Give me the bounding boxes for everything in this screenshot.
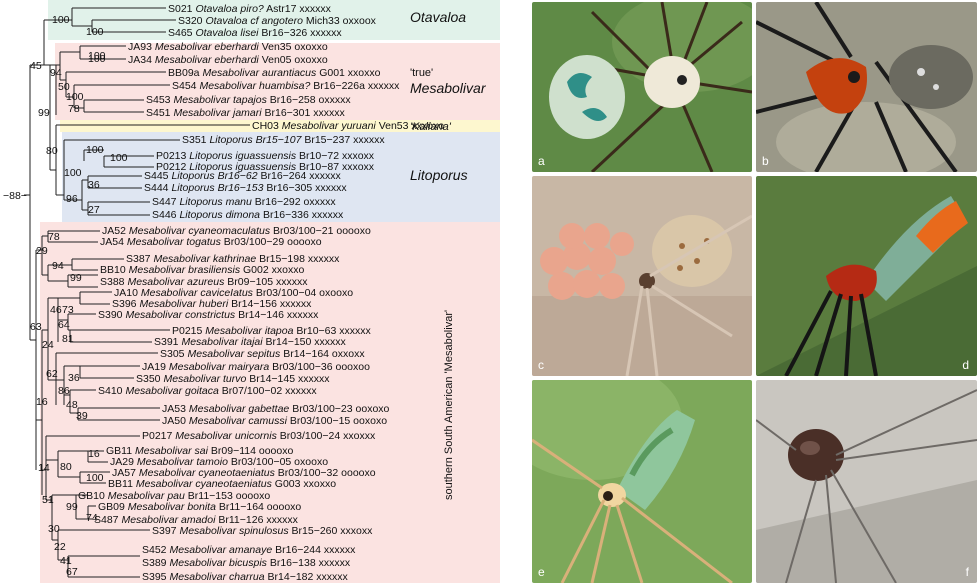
support-value: 100 — [86, 26, 104, 38]
phylogenetic-tree-panel: Otavaloa 'true' Mesabolivar 'Kaliana' Li… — [0, 0, 515, 583]
support-value: 78 — [48, 231, 60, 243]
taxon-label: S454 Mesabolivar huambisa? Br16−226a xxx… — [172, 80, 400, 92]
support-value: 64 — [58, 319, 70, 331]
group-label-mesabolivar: Mesabolivar — [410, 80, 487, 96]
photo-label-a: a — [538, 154, 545, 168]
group-label-true: 'true' — [410, 67, 433, 79]
support-value: 80 — [46, 145, 58, 157]
support-value: 99 — [38, 107, 50, 119]
support-value: 36 — [88, 179, 100, 191]
taxon-label: JA50 Mesabolivar camussi Br03/100−15 oox… — [162, 415, 387, 427]
photo-label-b: b — [762, 154, 769, 168]
support-value: 73 — [62, 304, 74, 316]
root-support-label: −88− — [3, 190, 27, 202]
taxon-label: S445 Litoporus Br16−62 Br16−264 xxxxxx — [144, 170, 341, 182]
support-value: 99 — [70, 272, 82, 284]
photo-label-c: c — [538, 358, 544, 372]
taxon-label: S395 Mesabolivar charrua Br14−182 xxxxxx — [142, 571, 349, 583]
taxon-label: S453 Mesabolivar tapajos Br16−258 oxxxxx — [146, 94, 351, 106]
support-value: 80 — [60, 461, 72, 473]
support-value: 45 — [30, 60, 42, 72]
taxon-label: S446 Litoporus dimona Br16−336 xxxxxx — [152, 209, 344, 221]
support-value: 27 — [88, 204, 100, 216]
taxon-label: JA54 Mesabolivar togatus Br03/100−29 ooo… — [100, 236, 322, 248]
photo-label-f: f — [966, 565, 969, 579]
taxon-label: S452 Mesabolivar amanaye Br16−244 xxxxxx — [142, 544, 356, 556]
support-value: 100 — [88, 53, 106, 65]
support-value: 81 — [62, 333, 74, 345]
support-value: 94 — [52, 260, 64, 272]
taxon-label: S397 Mesabolivar spinulosus Br15−260 xxx… — [152, 525, 373, 537]
support-value: 78 — [68, 103, 80, 115]
taxon-label: S391 Mesabolivar itajai Br14−150 xxxxxx — [154, 336, 347, 348]
support-value: 99 — [66, 501, 78, 513]
support-value: 100 — [52, 14, 70, 26]
taxon-label: BB11 Mesabolivar cyaneotaeniatus G003 xx… — [108, 478, 336, 490]
support-value: 29 — [36, 245, 48, 257]
support-value: 30 — [48, 523, 60, 535]
taxon-label: S451 Mesabolivar jamari Br16−301 xxxxxx — [146, 107, 345, 119]
taxon-label: S389 Mesabolivar bicuspis Br16−138 xxxxx… — [142, 557, 351, 569]
taxon-label: S305 Mesabolivar sepitus Br14−164 oxxoxx — [160, 348, 365, 360]
support-value: 100 — [110, 152, 128, 164]
support-value: 67 — [66, 566, 78, 578]
support-value: 46 — [50, 304, 62, 316]
photo-d: d — [756, 176, 977, 376]
support-value: 94 — [50, 67, 62, 79]
photo-label-e: e — [538, 565, 545, 579]
taxon-label: GB09 Mesabolivar bonita Br11−164 ooooxo — [98, 501, 301, 513]
taxon-label: S351 Litoporus Br15−107 Br15−237 xxxxxx — [182, 134, 385, 146]
phylogenetic-tree: Otavaloa 'true' Mesabolivar 'Kaliana' Li… — [0, 0, 515, 583]
support-value: 100 — [66, 91, 84, 103]
support-value: 16 — [36, 396, 48, 408]
group-label-otavaloa: Otavaloa — [410, 9, 466, 25]
support-value: 100 — [86, 144, 104, 156]
photo-grid: a b — [532, 0, 977, 583]
taxon-label: CH03 Mesabolivar yuruani Ven53 xxxoxo — [252, 120, 444, 132]
taxon-label: BB10 Mesabolivar brasiliensis G002 xxoxx… — [100, 264, 304, 276]
photo-label-d: d — [962, 358, 969, 372]
support-value: 16 — [88, 448, 100, 460]
support-value: 22 — [54, 541, 66, 553]
taxon-label: S350 Mesabolivar turvo Br14−145 xxxxxx — [136, 373, 330, 385]
taxon-label: S021 Otavaloa piro? Astr17 xxxxxx — [168, 3, 332, 15]
photo-c: c — [532, 176, 752, 376]
taxon-label: JA93 Mesabolivar eberhardi Ven35 oxoxxo — [128, 41, 328, 53]
group-label-litoporus: Litoporus — [410, 167, 468, 183]
photo-f: f — [756, 380, 977, 583]
support-value: 96 — [66, 193, 78, 205]
taxon-label: JA34 Mesabolivar eberhardi Ven05 oxoxxo — [128, 54, 328, 66]
taxon-label: S410 Mesabolivar goitaca Br07/100−02 xxx… — [98, 385, 317, 397]
support-value: 100 — [64, 167, 82, 179]
support-value: 39 — [76, 410, 88, 422]
taxon-label: JA53 Mesabolivar gabettae Br03/100−23 oo… — [162, 403, 390, 415]
taxon-label: S465 Otavaloa lisei Br16−326 xxxxxx — [168, 27, 342, 39]
taxon-label: S320 Otavaloa cf angotero Mich33 oxxoox — [178, 15, 377, 27]
taxon-label: JA19 Mesabolivar mairyara Br03/100−36 oo… — [142, 361, 370, 373]
support-value: 63 — [30, 321, 42, 333]
group-label-southern: southern South American 'Mesabolivar' — [443, 310, 455, 500]
photo-e: e — [532, 380, 752, 583]
photo-a: a — [532, 2, 752, 172]
taxon-label: BB09a Mesabolivar aurantiacus G001 xxoxx… — [168, 67, 381, 79]
support-value: 51 — [42, 494, 54, 506]
taxon-label: P0217 Mesabolivar unicornis Br03/100−24 … — [142, 430, 376, 442]
support-value: 86 — [58, 385, 70, 397]
support-value: 62 — [46, 368, 58, 380]
taxon-label: S444 Litoporus Br16−153 Br16−305 xxxxxx — [144, 182, 347, 194]
support-value: 36 — [68, 372, 80, 384]
support-value: 100 — [86, 472, 104, 484]
taxon-label: S390 Mesabolivar constrictus Br14−146 xx… — [98, 309, 319, 321]
taxon-label: S447 Litoporus manu Br16−292 oxxxxx — [152, 196, 336, 208]
photo-b: b — [756, 2, 977, 172]
support-value: 14 — [38, 462, 50, 474]
support-value: 24 — [42, 339, 54, 351]
